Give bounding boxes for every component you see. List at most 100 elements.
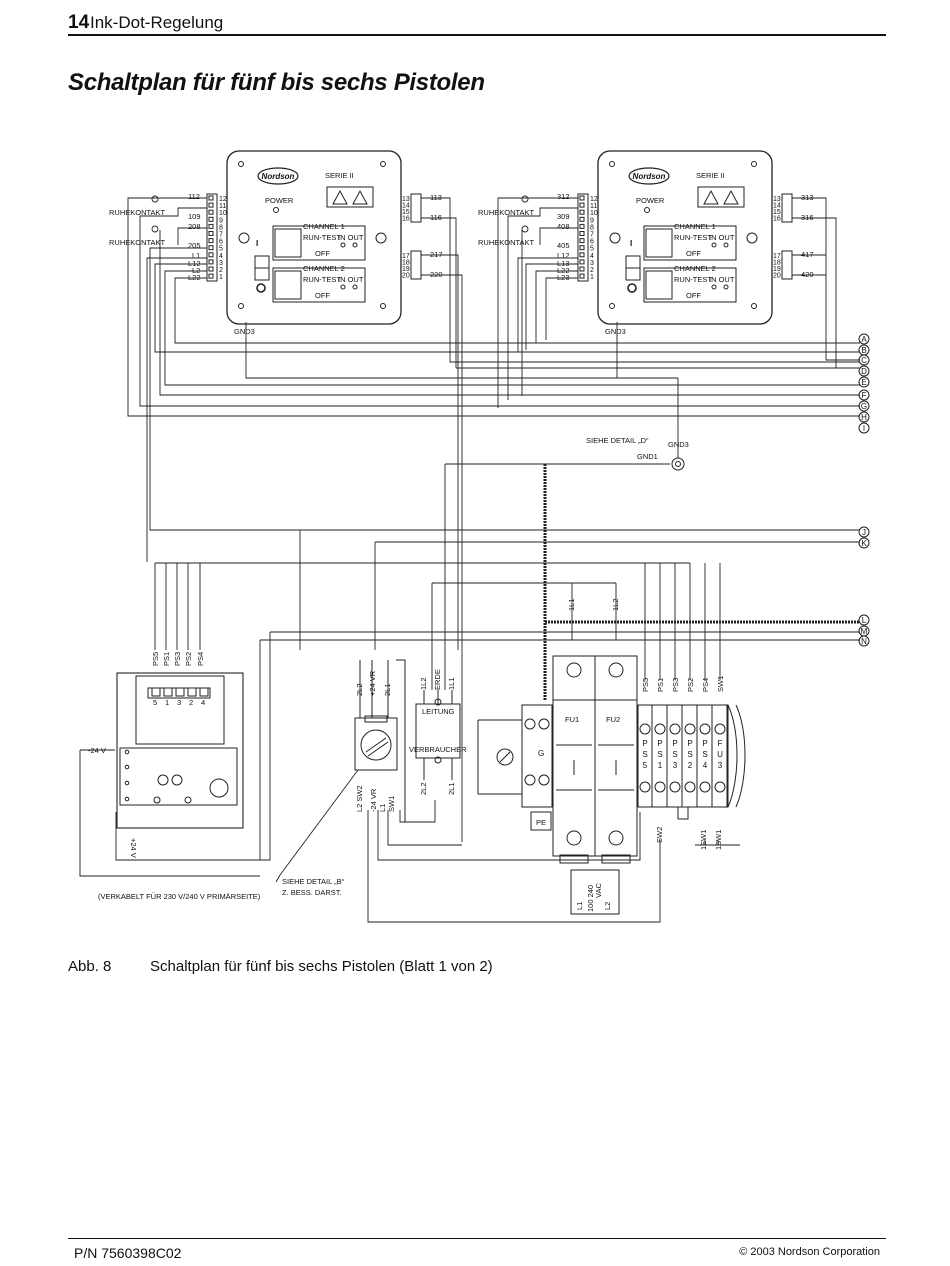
pin-number: 5	[219, 246, 223, 253]
controller-housing	[597, 150, 773, 325]
ps-pin-number: 5	[153, 698, 157, 707]
wire-label: L23	[557, 273, 570, 282]
right-terminal-strip	[781, 250, 793, 280]
wire-label: 112	[188, 192, 200, 201]
wire-label: 313	[801, 193, 814, 202]
pin-number: 6	[590, 239, 594, 246]
bus-label-c: C	[861, 356, 867, 365]
right-terminal-strip	[410, 250, 422, 280]
pin-contact	[579, 216, 585, 222]
screw-icon	[238, 303, 244, 309]
pin-contact	[208, 216, 214, 222]
switch-bottom-wire-label: -24 VR	[369, 788, 378, 812]
mains-supply-label: VAC	[594, 883, 603, 898]
channel-2-switch	[274, 270, 302, 300]
detail-b-label: SIEHE DETAIL „B“	[282, 877, 345, 886]
ruhekontakt-label: RUHEKONTAKT	[109, 208, 166, 217]
plus-24v-label: +24 V	[129, 838, 138, 858]
wire-label: L22	[188, 273, 201, 282]
pe-terminal	[530, 811, 552, 831]
terminal-bottom-wire-label: 1SW1	[714, 830, 723, 850]
terminal-letter: S	[672, 750, 677, 759]
in-out-label: IN OUT	[338, 275, 364, 284]
channel-1-label: CHANNEL 1	[303, 222, 345, 231]
terminal-screw-icon	[639, 723, 651, 735]
warning-icon	[332, 189, 348, 205]
fuse-wire-label: 1L2	[611, 598, 620, 611]
screw-icon	[380, 161, 386, 167]
pin-contact	[579, 266, 585, 272]
ps-wire-label: PS1	[162, 652, 171, 666]
led-icon	[711, 242, 717, 248]
screw-icon	[751, 303, 757, 309]
fuse-wire-label: 1L1	[567, 598, 576, 611]
pin-number: 4	[219, 253, 223, 260]
switch-top-wire-label: 2L2	[355, 683, 364, 696]
ruhekontakt-label: RUHEKONTAKT	[109, 238, 166, 247]
mains-supply-label: L2	[603, 902, 612, 910]
pin-contact	[208, 195, 214, 201]
ground-terminal	[521, 704, 553, 808]
bus-label-circle	[858, 354, 870, 366]
channel-1-switch	[274, 228, 302, 258]
knob-icon	[746, 232, 758, 244]
right-terminal-strip	[781, 193, 793, 223]
ground-nut-icon	[671, 457, 685, 471]
fu1-label: FU1	[565, 715, 579, 724]
pin-contact	[579, 245, 585, 251]
pin-number: 18	[773, 260, 781, 267]
mains-supply-label: L1	[575, 902, 584, 910]
part-number: P/N 7560398C02	[74, 1245, 182, 1261]
terminal-letter: 1	[658, 761, 663, 770]
nordson-logo	[257, 167, 299, 185]
copyright: © 2003 Nordson Corporation	[739, 1246, 880, 1258]
power-led	[644, 207, 650, 213]
bus-label-circle	[858, 389, 870, 401]
run-test-label: RUN-TEST	[303, 275, 341, 284]
wire-label: 417	[801, 250, 814, 259]
pin-contact	[579, 223, 585, 229]
pin-contact	[579, 195, 585, 201]
knob-icon	[609, 232, 621, 244]
page-number: 14	[68, 12, 90, 33]
bus-label-circle	[858, 526, 870, 538]
pin-number: 17	[773, 253, 781, 260]
gnd1-label: GND1	[637, 452, 658, 461]
pe-label: PE	[536, 818, 546, 827]
pin-contact	[579, 259, 585, 265]
screw-icon	[380, 303, 386, 309]
channel-2-switch	[645, 270, 673, 300]
bus-label-e: E	[861, 378, 866, 387]
pin-number: 16	[402, 216, 410, 223]
pin-number: 13	[402, 196, 410, 203]
controller-1: Nordson SERIE II POWER CHANNEL 1 RUN-TES…	[206, 150, 422, 336]
off-symbol-icon	[627, 283, 637, 293]
ruhekontakt-label: RUHEKONTAKT	[478, 238, 535, 247]
wire-label: 312	[557, 192, 570, 201]
pin-number: 20	[773, 273, 781, 280]
warning-box	[326, 186, 374, 208]
bus-label-circle	[858, 400, 870, 412]
terminal-screw-icon	[714, 723, 726, 735]
bus-label-m: M	[861, 627, 868, 636]
switch-bottom-wire-label: L1	[378, 804, 387, 812]
terminal-letter: 3	[673, 761, 678, 770]
off-label: OFF	[686, 249, 701, 258]
bus-label-f: F	[862, 391, 867, 400]
wire-label: 109	[188, 212, 201, 221]
bus-label-n: N	[861, 637, 867, 646]
warning-icon	[352, 189, 368, 205]
ruhekontakt-label: RUHEKONTAKT	[478, 208, 535, 217]
page-title: Schaltplan für fünf bis sechs Pistolen	[68, 69, 485, 96]
pin-contact	[208, 252, 214, 258]
terminal-letter: S	[642, 750, 647, 759]
pin-number: 8	[590, 224, 594, 231]
pin-contact	[208, 245, 214, 251]
pin-contact	[579, 252, 585, 258]
